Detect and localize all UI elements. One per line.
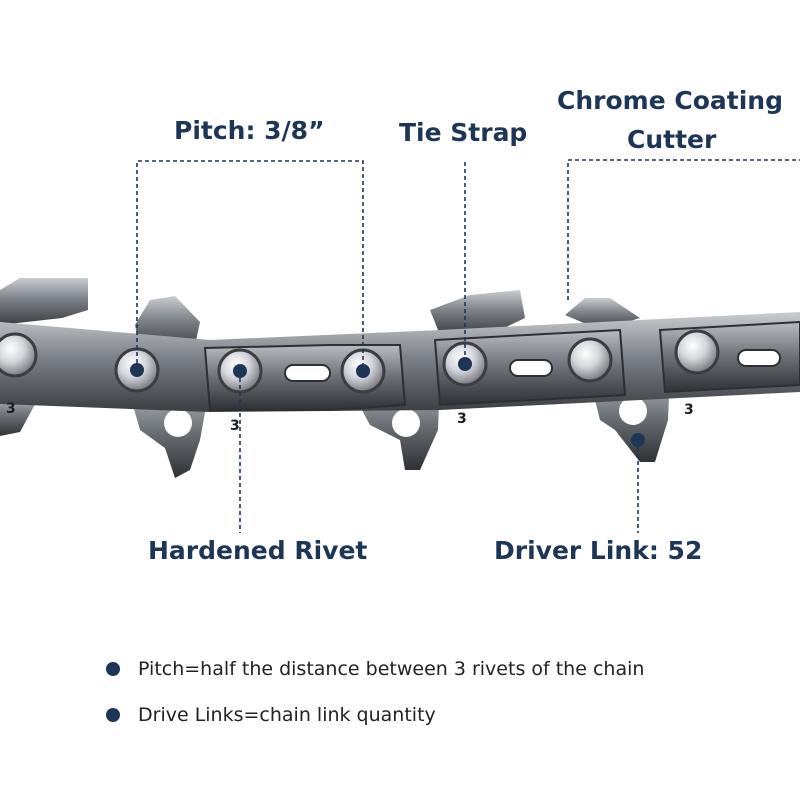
- bullet-icon: [106, 662, 120, 676]
- note-text: Pitch=half the distance between 3 rivets…: [138, 658, 645, 680]
- note-pitch: Pitch=half the distance between 3 rivets…: [106, 658, 644, 680]
- link-markings: 3 3 3 3: [6, 401, 694, 434]
- pitch-label: Pitch: 3/8”: [174, 116, 325, 145]
- leader-lines: [136, 159, 800, 533]
- bullet-icon: [106, 708, 120, 722]
- chrome-coating-label: Chrome Coating: [557, 86, 783, 115]
- driver-link-label: Driver Link: 52: [494, 536, 703, 565]
- driver-link-holes: [164, 397, 647, 437]
- hardened-rivet-label: Hardened Rivet: [148, 536, 368, 565]
- note-drive-links: Drive Links=chain link quantity: [106, 704, 436, 726]
- tie-strap-label: Tie Strap: [399, 118, 528, 147]
- cutter-label: Cutter: [627, 125, 717, 154]
- markers: [130, 357, 645, 447]
- driver-link-marker: [631, 433, 645, 447]
- pitch-marker-left: [130, 363, 144, 377]
- link-mark: 3: [684, 402, 694, 418]
- tie-strap-marker: [458, 357, 472, 371]
- pitch-marker-right: [356, 364, 370, 378]
- link-mark: 3: [6, 401, 16, 417]
- link-mark: 3: [457, 411, 467, 427]
- note-text: Drive Links=chain link quantity: [138, 704, 436, 726]
- link-mark: 3: [230, 418, 240, 434]
- rivet-marker: [233, 364, 247, 378]
